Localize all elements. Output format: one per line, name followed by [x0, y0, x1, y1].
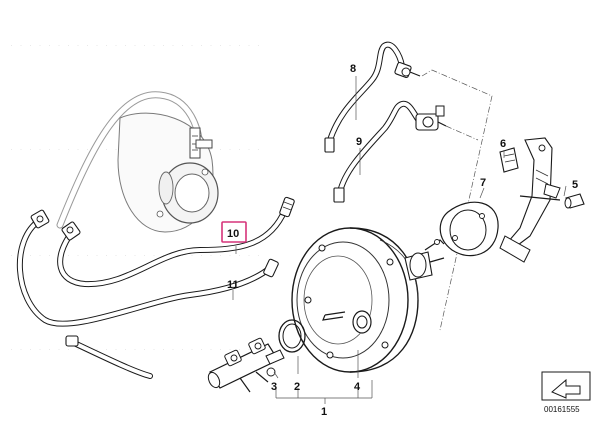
document-marker: 00161555 [541, 371, 591, 414]
document-number: 00161555 [544, 405, 580, 414]
vacuum-hose-10[interactable] [57, 196, 295, 288]
callout-2[interactable]: 2 [294, 381, 300, 393]
arrow-icon [551, 378, 581, 399]
master-cylinder-3[interactable] [206, 337, 285, 393]
pedal-bracket [499, 137, 561, 263]
booster-pushrod [404, 239, 445, 281]
callout-4[interactable]: 4 [354, 381, 361, 393]
callout-6[interactable]: 6 [500, 138, 506, 150]
hose-fitting-left [61, 221, 81, 241]
callout-10-highlight [221, 221, 247, 243]
callout-8[interactable]: 8 [350, 63, 356, 75]
callout-labels: 8 9 10 11 6 7 5 3 2 4 1 [227, 63, 578, 418]
callout-3[interactable]: 3 [271, 381, 277, 393]
leader-lines [232, 76, 567, 404]
vacuum-hose-9[interactable] [333, 100, 447, 203]
vacuum-pump-background [56, 91, 219, 233]
callout-9[interactable]: 9 [356, 136, 362, 148]
callout-10[interactable]: 10 [227, 228, 239, 240]
vacuum-hose-8[interactable] [324, 41, 421, 153]
gasket-7[interactable] [439, 201, 499, 257]
callout-7[interactable]: 7 [480, 177, 486, 189]
svg-text:· · · · · · · · · · · ·: · · · · · · · · · · · · · · · · · · · · … [10, 250, 262, 260]
o-ring-2[interactable] [278, 319, 306, 353]
callout-1[interactable]: 1 [321, 406, 327, 418]
hose-fitting-right [279, 196, 295, 218]
hose-11-fitting-top [30, 209, 50, 229]
callout-5[interactable]: 5 [572, 179, 578, 191]
clip-6[interactable] [499, 147, 519, 173]
svg-text:· · · · · · · · · · · ·: · · · · · · · · · · · · · · · · · · · · … [10, 40, 262, 50]
brake-booster[interactable] [291, 227, 445, 373]
hose-11-end-cap [65, 335, 79, 347]
callout-11[interactable]: 11 [227, 279, 239, 291]
assembly-reference-line [421, 69, 493, 331]
pin-5[interactable] [564, 193, 585, 209]
vacuum-hose-11[interactable] [17, 209, 279, 379]
hose-11-fitting-right [263, 258, 279, 278]
svg-text:· · · · · · · · · · · ·: · · · · · · · · · · · · · · · · · · · · … [10, 344, 262, 354]
